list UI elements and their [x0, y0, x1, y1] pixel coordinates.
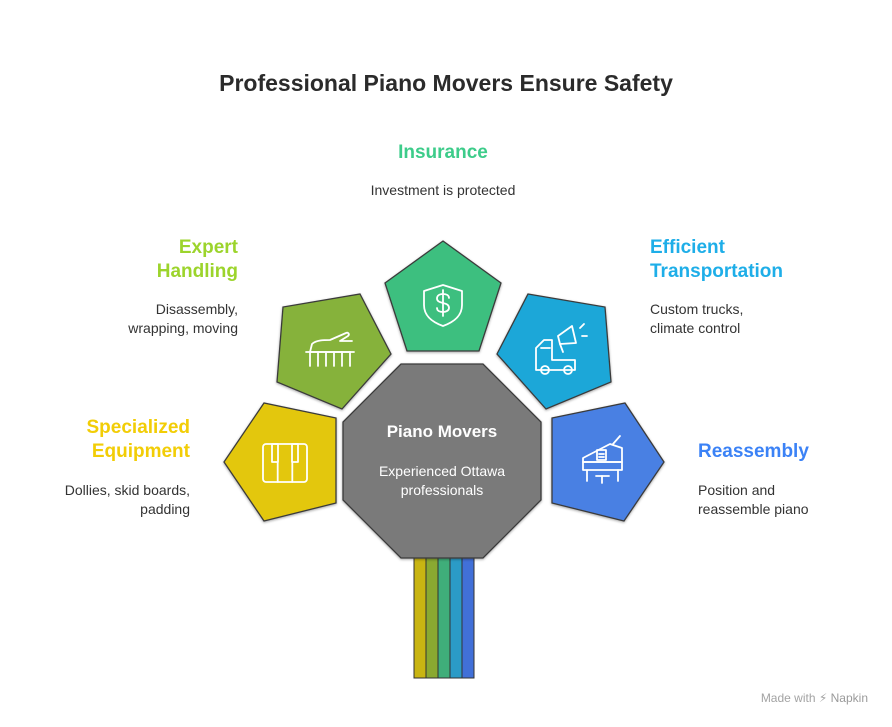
insurance-pentagon: [384, 240, 502, 352]
reassembly-label: Reassembly: [698, 441, 809, 462]
stem-stripe-2: [425, 554, 439, 679]
equipment-pentagon: [223, 402, 337, 522]
credit-prefix: Made with: [760, 691, 816, 705]
grand-piano-icon: [582, 435, 623, 484]
stem-stripes: [413, 554, 475, 679]
page-title: Professional Piano Movers Ensure Safety: [219, 70, 673, 96]
stem-stripe-1: [413, 554, 427, 679]
piano-keys-icon: [262, 443, 308, 483]
center-description: Experienced Ottawa professionals: [378, 463, 506, 498]
napkin-credit: Made with ⚡ Napkin: [761, 691, 868, 705]
insurance-label: Insurance: [398, 142, 488, 163]
shield-dollar-icon: [423, 284, 463, 327]
hand-on-keys-icon: [305, 331, 355, 367]
insurance-description: Investment is protected: [370, 182, 516, 198]
reassembly-pentagon: [551, 402, 665, 522]
handling-description: Disassembly, wrapping, moving: [128, 301, 238, 336]
stem-stripe-4: [449, 554, 463, 679]
transportation-label: Efficient Transportation: [650, 237, 784, 282]
reassembly-description: Position and reassemble piano: [698, 482, 809, 517]
transportation-shape: [496, 293, 612, 410]
truck-megaphone-icon: [535, 323, 588, 375]
center-octagon: [342, 363, 542, 559]
credit-brand: Napkin: [830, 691, 868, 705]
stem-stripe-5: [461, 554, 475, 679]
napkin-logo-icon: ⚡: [818, 691, 828, 705]
center-title: Piano Movers: [386, 422, 498, 441]
equipment-label: Specialized Equipment: [86, 417, 191, 462]
transportation-description: Custom trucks, climate control: [650, 301, 744, 336]
equipment-description: Dollies, skid boards, padding: [64, 482, 190, 517]
stem-stripe-3: [437, 554, 451, 679]
equipment-shape: [223, 402, 337, 522]
handling-pentagon: [276, 293, 392, 410]
handling-label: Expert Handling: [156, 237, 238, 282]
transportation-pentagon: [496, 293, 612, 410]
